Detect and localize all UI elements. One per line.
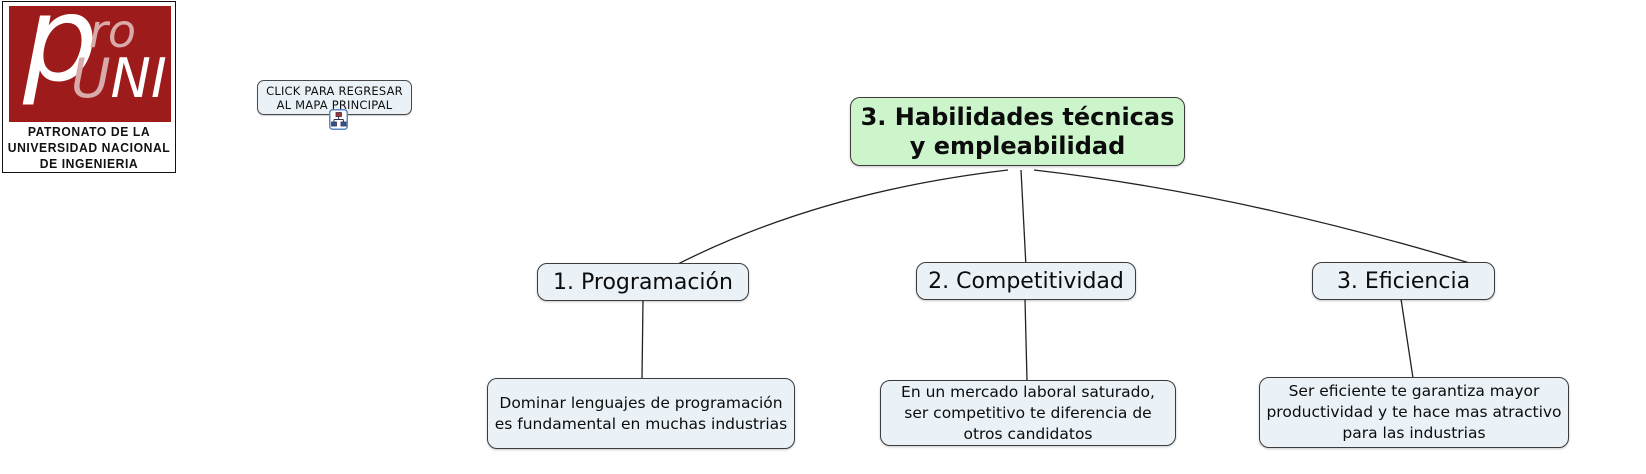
child-node-eficiencia[interactable]: 3. Eficiencia (1312, 262, 1495, 300)
connector-root-to-competitividad (1020, 169, 1027, 268)
sitemap-icon[interactable] (329, 109, 348, 130)
logo-letters-ro: ro (89, 6, 137, 58)
prouni-logo-mark: p ro UNI (9, 6, 171, 122)
root-node-habilidades[interactable]: 3. Habilidades técnicas y empleabilidad (850, 97, 1185, 166)
logo-letters-ni: NI (110, 47, 167, 110)
back-button-label: CLICK PARA REGRESAR AL MAPA PRINCIPAL (266, 83, 403, 112)
connector-root-to-eficiencia (1033, 169, 1487, 269)
connector-eficiencia-to-detail (1400, 298, 1414, 379)
detail-node-competitividad[interactable]: En un mercado laboral saturado, ser comp… (880, 380, 1176, 446)
child-node-programacion[interactable]: 1. Programación (537, 263, 749, 301)
connector-competitividad-to-detail (1024, 298, 1028, 382)
child-node-competitividad[interactable]: 2. Competitividad (916, 262, 1136, 300)
logo-letters-uni: UNI (71, 52, 167, 106)
prouni-logo: p ro UNI PATRONATO DE LA UNIVERSIDAD NAC… (2, 1, 176, 173)
connector-programacion-to-detail (641, 299, 644, 380)
connector-root-to-programacion (671, 169, 1009, 268)
logo-letter-p: p (23, 6, 98, 108)
detail-node-eficiencia[interactable]: Ser eficiente te garantiza mayor product… (1259, 377, 1569, 448)
detail-node-programacion[interactable]: Dominar lenguajes de programación es fun… (487, 378, 795, 449)
logo-caption: PATRONATO DE LA UNIVERSIDAD NACIONAL DE … (7, 125, 171, 171)
logo-letter-u: U (71, 47, 111, 110)
